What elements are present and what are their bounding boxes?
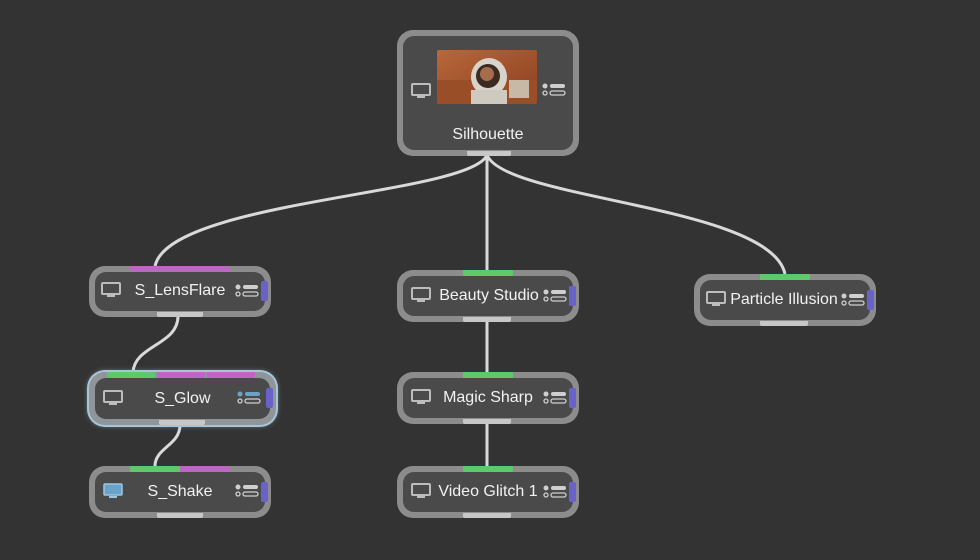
wire-silhouette-to-particle [485, 154, 787, 275]
node-label: Video Glitch 1 [438, 483, 538, 500]
input-port-green[interactable] [760, 274, 810, 280]
input-port-green[interactable] [463, 466, 513, 472]
toggle-controls-icon[interactable] [237, 391, 261, 405]
node-video-glitch-1[interactable]: Video Glitch 1 [397, 466, 579, 518]
wire-glow-to-shake [153, 424, 182, 467]
side-port[interactable] [261, 482, 268, 502]
node-s-shake[interactable]: S_Shake [89, 466, 271, 518]
node-body [403, 472, 573, 512]
toggle-controls-icon[interactable] [543, 391, 567, 405]
node-particle-illusion[interactable]: Particle Illusion [694, 274, 876, 326]
wire-silhouette-to-lensflare [153, 154, 489, 267]
astronaut-thumbnail [437, 50, 537, 104]
input-port-pink[interactable] [180, 266, 230, 272]
side-port[interactable] [266, 388, 273, 408]
output-port[interactable] [463, 317, 511, 322]
node-label: Magic Sharp [443, 389, 533, 406]
node-beauty-studio[interactable]: Beauty Studio [397, 270, 579, 322]
node-magic-sharp[interactable]: Magic Sharp [397, 372, 579, 424]
node-body [700, 280, 870, 320]
node-label: Beauty Studio [439, 287, 539, 304]
side-port[interactable] [569, 286, 576, 306]
toggle-controls-icon[interactable] [542, 83, 566, 97]
node-label: Particle Illusion [730, 291, 838, 308]
node-label: S_LensFlare [134, 282, 226, 299]
output-port[interactable] [159, 420, 205, 425]
side-port[interactable] [569, 388, 576, 408]
monitor-icon[interactable] [103, 390, 123, 405]
node-label: S_Shake [147, 483, 213, 500]
node-s-glow[interactable]: S_Glow [89, 372, 276, 425]
input-port-green[interactable] [463, 270, 513, 276]
monitor-icon[interactable] [411, 483, 431, 498]
node-s-lensflare[interactable]: S_LensFlare [89, 266, 271, 317]
monitor-icon[interactable] [101, 282, 121, 297]
input-port-green[interactable] [463, 372, 513, 378]
toggle-controls-icon[interactable] [543, 289, 567, 303]
toggle-controls-icon[interactable] [543, 485, 567, 499]
input-port-pink[interactable] [157, 372, 205, 378]
side-port[interactable] [867, 290, 874, 310]
wire-lensflare-to-glow [131, 315, 180, 373]
monitor-icon[interactable] [103, 483, 123, 498]
output-port[interactable] [157, 312, 203, 317]
node-body [403, 378, 573, 418]
side-port[interactable] [569, 482, 576, 502]
input-port-pink[interactable] [207, 372, 255, 378]
monitor-icon[interactable] [411, 287, 431, 302]
toggle-controls-icon[interactable] [235, 284, 259, 298]
toggle-controls-icon[interactable] [235, 484, 259, 498]
monitor-icon[interactable] [411, 83, 431, 98]
node-label: Silhouette [452, 126, 524, 143]
output-port[interactable] [760, 321, 808, 326]
monitor-icon[interactable] [411, 389, 431, 404]
node-silhouette[interactable]: Silhouette [397, 30, 579, 156]
output-port[interactable] [463, 419, 511, 424]
node-body [95, 272, 265, 311]
toggle-controls-icon[interactable] [841, 293, 865, 307]
monitor-icon[interactable] [706, 291, 726, 306]
input-port-green[interactable] [130, 466, 180, 472]
node-label: S_Glow [154, 390, 211, 407]
output-port[interactable] [463, 513, 511, 518]
input-port-pink[interactable] [130, 266, 180, 272]
side-port[interactable] [261, 281, 268, 301]
output-port[interactable] [467, 151, 511, 156]
input-port-green[interactable] [107, 372, 155, 378]
node-body [403, 276, 573, 316]
input-port-pink[interactable] [180, 466, 230, 472]
output-port[interactable] [157, 513, 203, 518]
